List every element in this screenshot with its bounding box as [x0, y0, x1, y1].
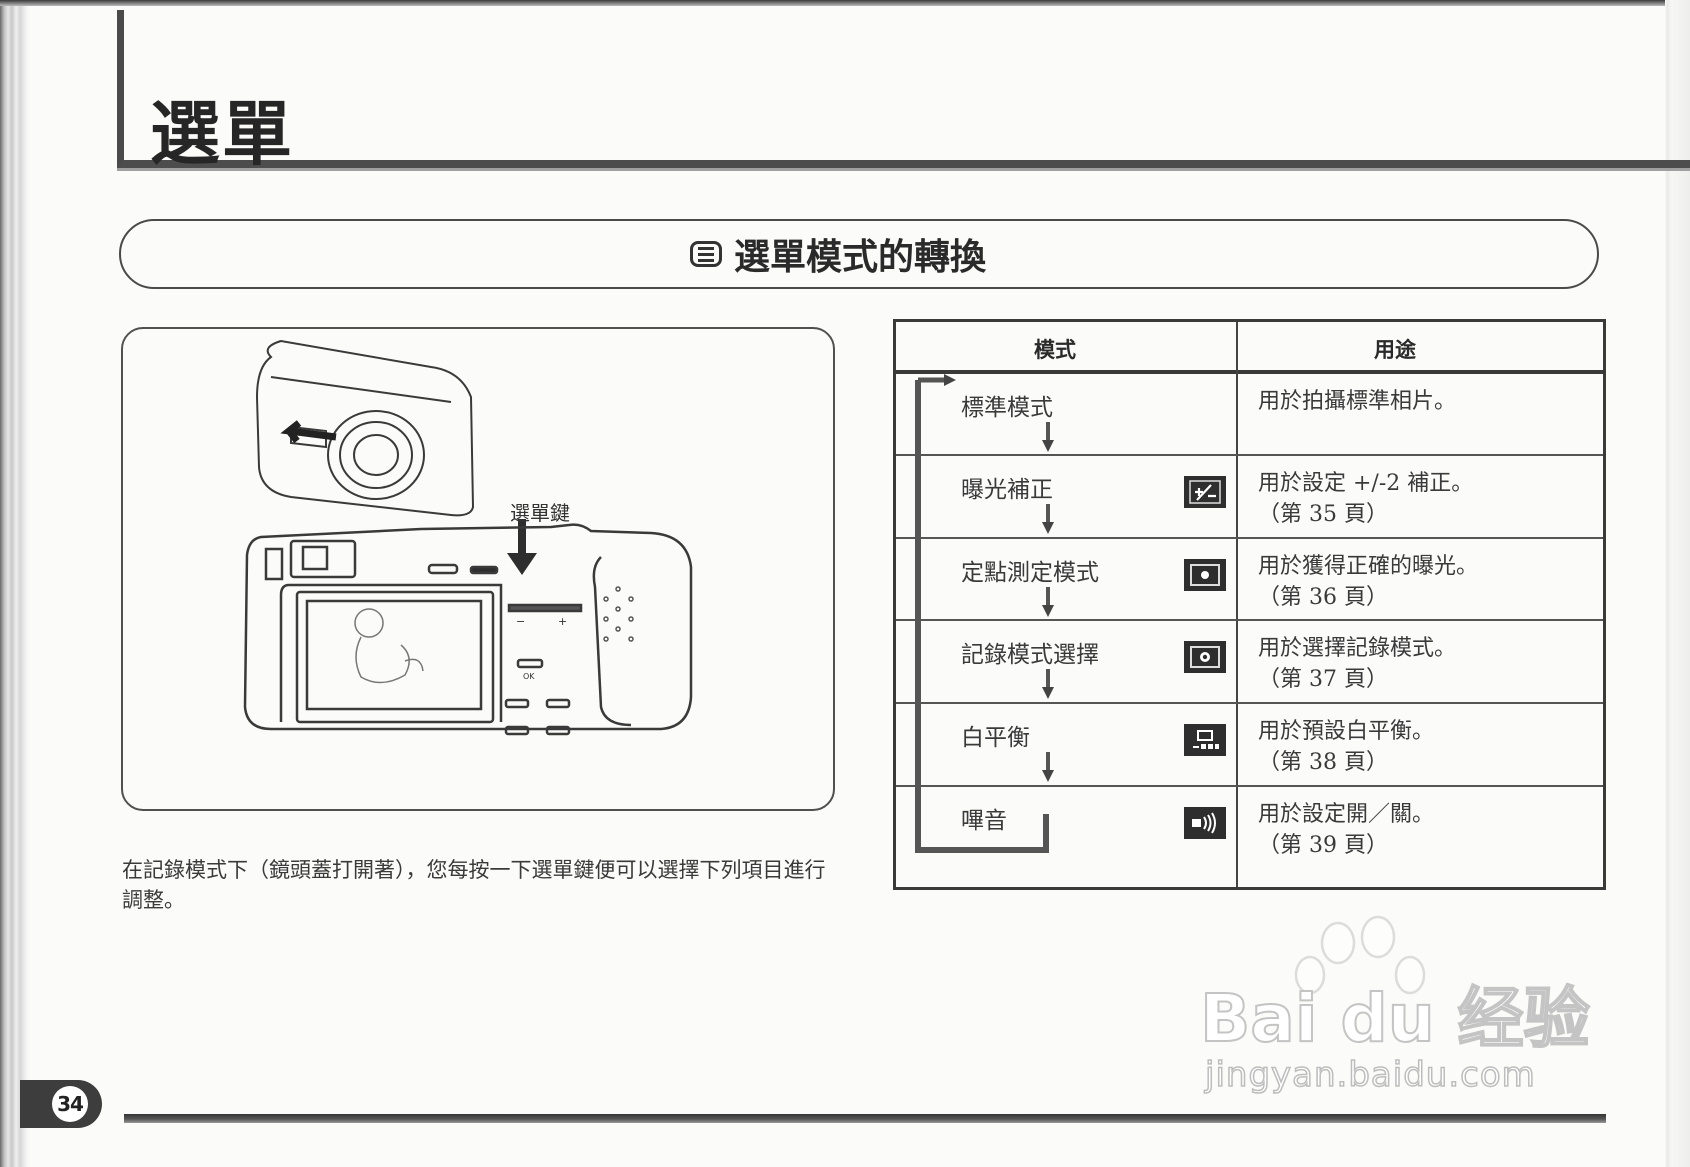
table-row: 白平衡 用於預設白平衡。（第 38 頁） — [896, 704, 1603, 787]
minus-button-label: − — [516, 615, 525, 628]
mode-label: 標準模式 — [961, 395, 1053, 421]
callout-arrow-head — [507, 553, 537, 575]
footer-rule — [124, 1114, 1606, 1123]
callout-arrow-shaft — [518, 519, 526, 557]
table-header: 模式 用途 — [896, 322, 1603, 374]
mode-label: 白平衡 — [961, 725, 1030, 751]
table-row: 定點測定模式 用於獲得正確的曝光。（第 36 頁） — [896, 539, 1603, 621]
ok-button-label: OK — [523, 672, 535, 681]
page-top-edge — [0, 0, 1690, 6]
exposure-compensation-icon — [1184, 476, 1226, 508]
mode-label: 記錄模式選擇 — [961, 642, 1099, 668]
down-arrow-icon — [1042, 587, 1054, 617]
header-mode: 模式 — [1034, 338, 1076, 362]
purpose-text: 用於設定 +/-2 補正。（第 35 頁） — [1258, 471, 1474, 527]
menu-mode-table: 模式 用途 標準模式 用於拍攝標準相片。 曝光補正 用於設定 +/-2 補正。（… — [893, 319, 1606, 890]
illustration-frame — [121, 327, 835, 811]
purpose-text: 用於設定開／關。（第 39 頁） — [1258, 802, 1435, 858]
down-arrow-icon — [1042, 752, 1054, 782]
record-mode-icon — [1184, 641, 1226, 673]
page-fold-edge — [1665, 0, 1690, 1167]
chapter-title: 選單 — [150, 93, 294, 175]
purpose-text: 用於拍攝標準相片。 — [1258, 389, 1457, 414]
camera-illustration: − + OK — [243, 339, 693, 736]
book-binding-edge — [0, 0, 30, 1167]
purpose-text: 用於選擇記錄模式。（第 37 頁） — [1258, 636, 1457, 692]
purpose-text: 用於獲得正確的曝光。（第 36 頁） — [1258, 554, 1479, 610]
lcd-dog-picture — [354, 608, 424, 684]
white-balance-icon — [1184, 724, 1226, 756]
beep-sound-icon — [1184, 807, 1226, 839]
spot-metering-icon — [1184, 559, 1226, 591]
loop-arrow-head — [944, 374, 956, 386]
plus-button-label: + — [558, 615, 567, 628]
down-arrow-icon — [1042, 504, 1054, 534]
instruction-paragraph: 在記錄模式下（鏡頭蓋打開著），您每按一下選單鍵便可以選擇下列項目進行調整。 — [122, 858, 826, 912]
section-banner-content: 選單模式的轉換 — [690, 232, 986, 278]
table-row: 嗶音 用於設定開／關。（第 39 頁） — [896, 787, 1603, 887]
mode-label: 定點測定模式 — [961, 560, 1099, 586]
camera-back-icon — [243, 523, 693, 736]
menu-list-icon — [690, 241, 722, 267]
watermark-url: jingyan.baidu.com — [1204, 1054, 1536, 1096]
camera-front-icon — [255, 339, 475, 517]
table-row: 曝光補正 用於設定 +/-2 補正。（第 35 頁） — [896, 456, 1603, 539]
section-banner — [119, 219, 1599, 289]
table-row: 記錄模式選擇 用於選擇記錄模式。（第 37 頁） — [896, 621, 1603, 704]
column-divider — [1236, 322, 1238, 887]
purpose-text: 用於預設白平衡。（第 38 頁） — [1258, 719, 1435, 775]
table-row: 標準模式 用於拍攝標準相片。 — [896, 374, 1603, 456]
speaker-grille-icon — [603, 586, 634, 642]
down-arrow-icon — [1042, 669, 1054, 699]
chapter-header-frame — [117, 10, 1690, 168]
slide-arrow-icon — [280, 420, 337, 444]
header-purpose: 用途 — [1374, 338, 1416, 362]
mode-label: 曝光補正 — [961, 477, 1053, 503]
loop-flow-line — [915, 374, 1049, 853]
watermark-brand: Bai du 经验 — [1199, 979, 1591, 1058]
section-title: 選單模式的轉換 — [734, 237, 987, 278]
page-number: 34 — [52, 1086, 88, 1122]
menu-button-callout: 選單鍵 — [510, 501, 570, 525]
down-arrow-icon — [1042, 422, 1054, 452]
mode-label: 嗶音 — [961, 808, 1007, 834]
baidu-paw-logo — [1294, 915, 1426, 995]
